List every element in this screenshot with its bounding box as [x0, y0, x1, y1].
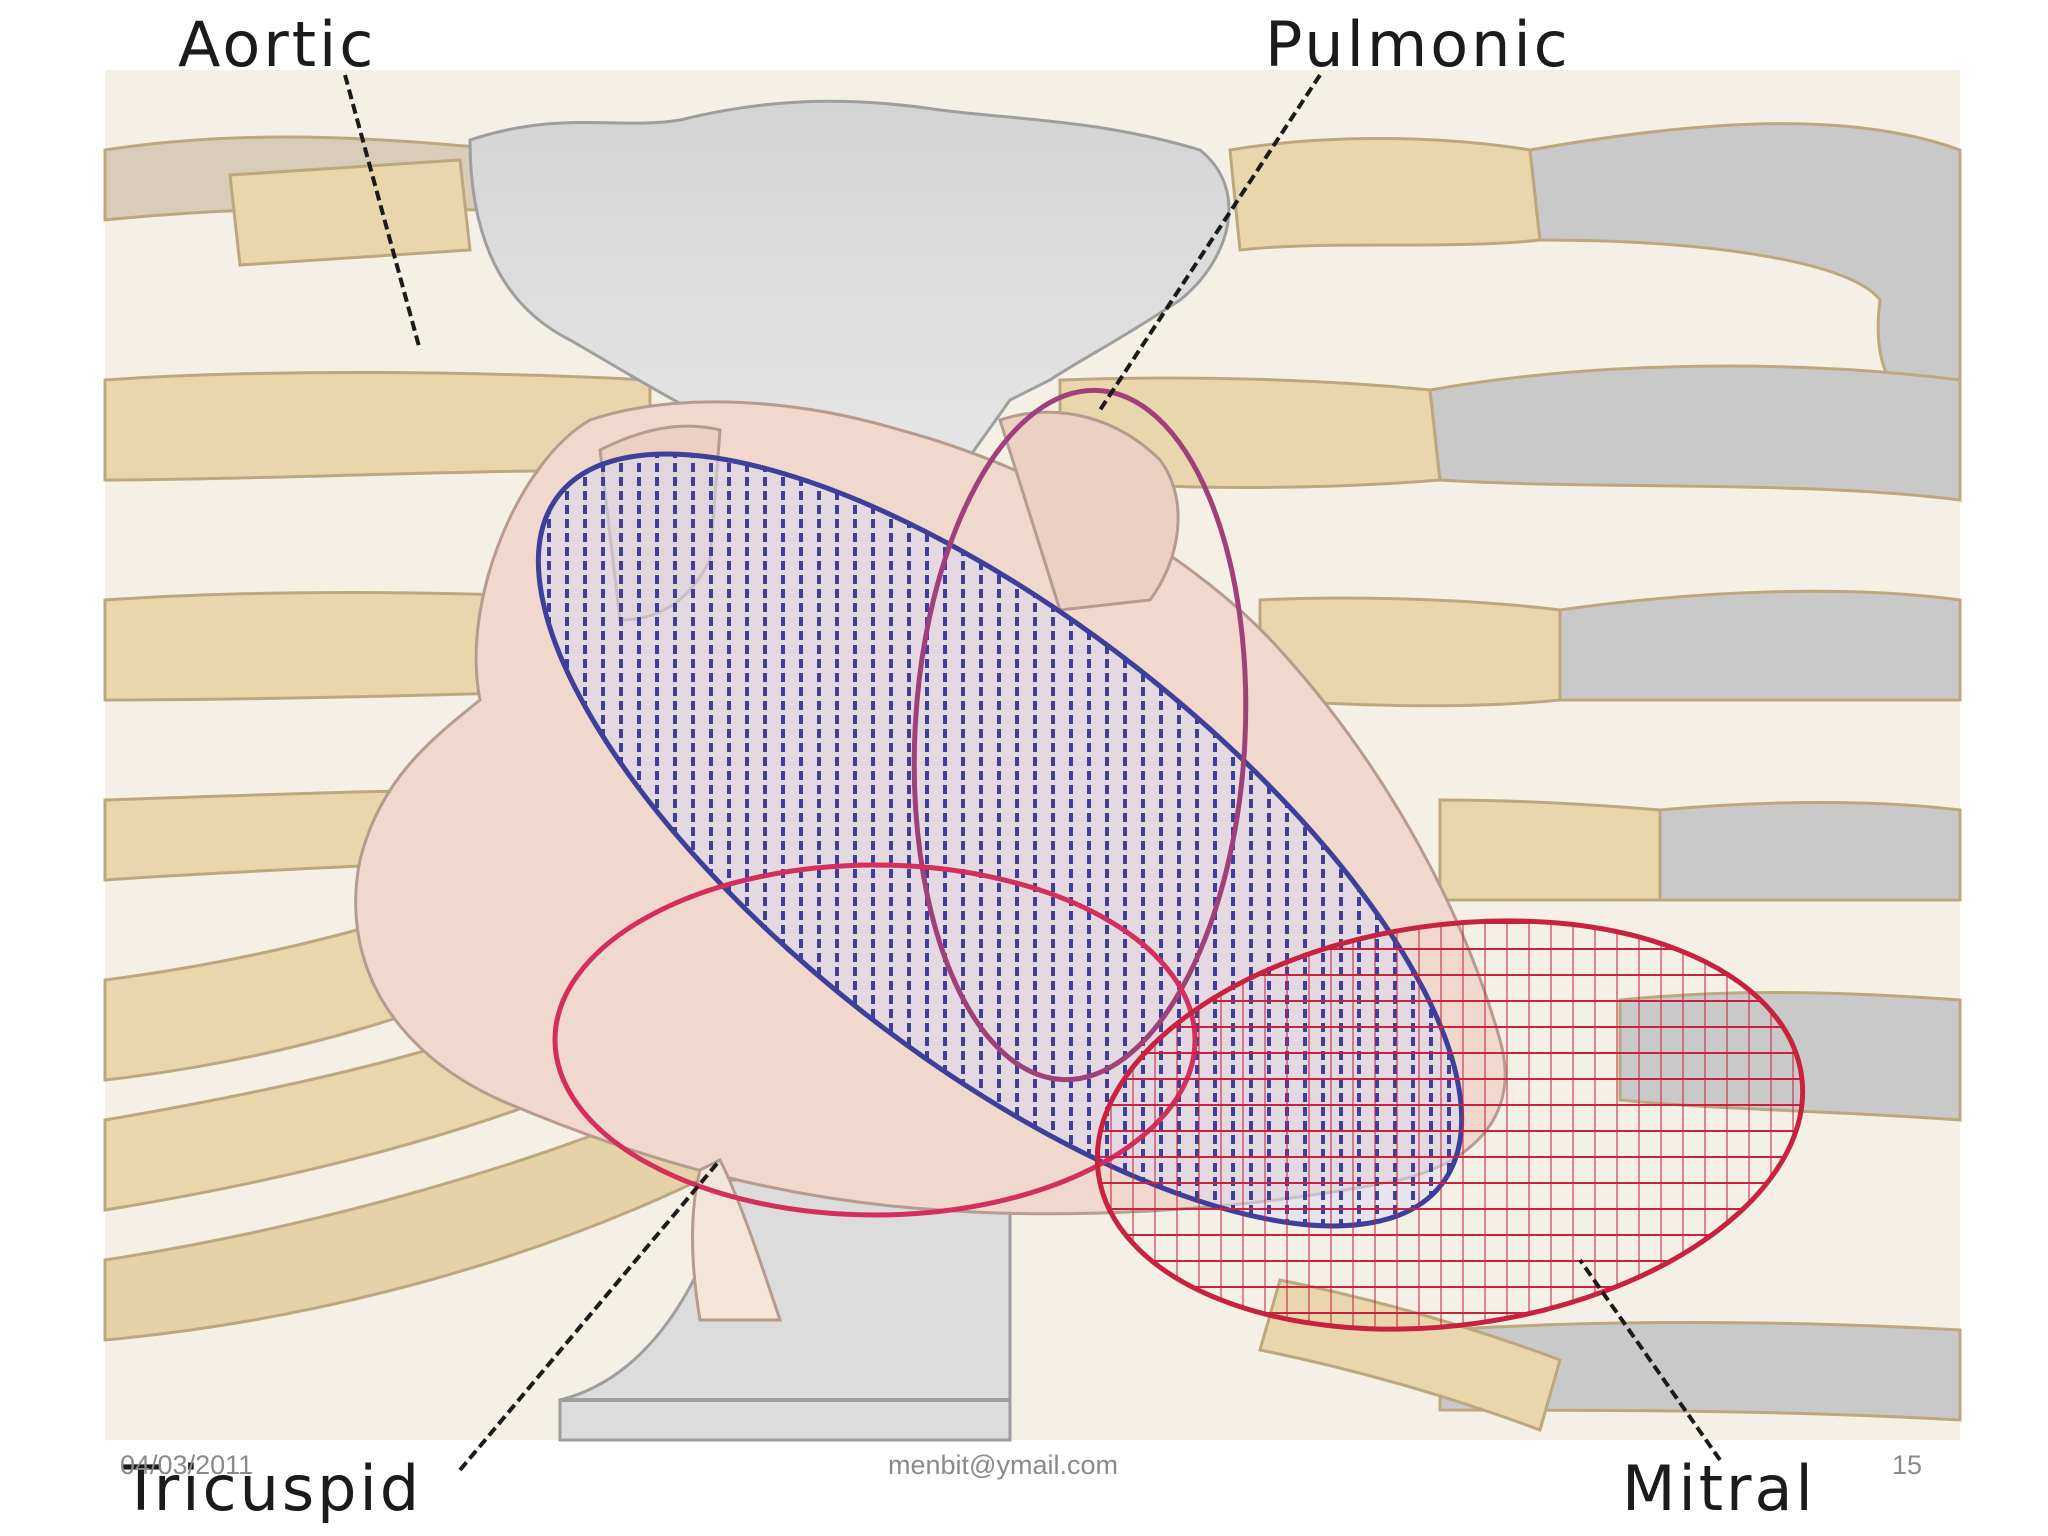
tricuspid-label: Tricuspid: [122, 1452, 423, 1525]
pointer-lines: [343, 73, 1722, 1472]
footer-page-number: 15: [1892, 1450, 1923, 1480]
tricuspid-pointer: [458, 1158, 722, 1472]
aortic-label: Aortic: [178, 8, 377, 81]
pulmonic-area: [911, 387, 1249, 1083]
aortic-pointer: [343, 74, 422, 351]
sternum: [468, 99, 1231, 1442]
footer-email: menbit@ymail.com: [888, 1450, 1118, 1480]
mitral-label: Mitral: [1622, 1452, 1816, 1525]
pulmonic-label: Pulmonic: [1265, 8, 1571, 81]
right-ribs: [1058, 122, 1962, 1432]
footer-date: 04/03/2011: [120, 1450, 254, 1480]
mitral-pointer: [1578, 1258, 1722, 1462]
pulmonic-pointer: [1098, 73, 1322, 412]
